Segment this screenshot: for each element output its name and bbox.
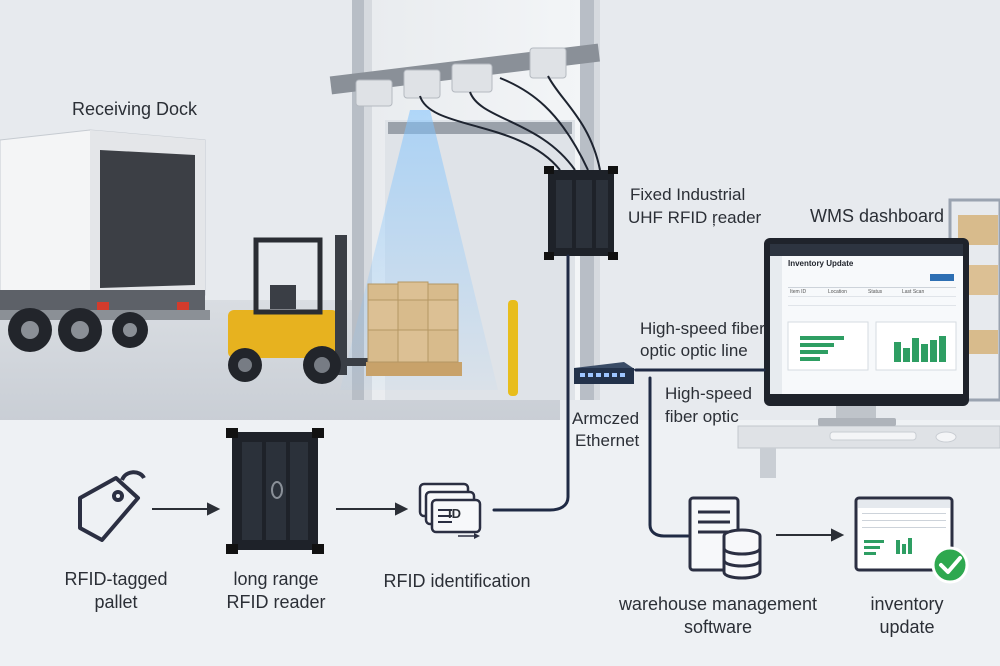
monitor-col-1: Item ID xyxy=(790,289,807,295)
label-fiber-line1-a: High-speed fiber xyxy=(640,319,765,338)
monitor-col-4: Last Scan xyxy=(902,289,925,295)
monitor-col-2: Location xyxy=(828,289,847,295)
warehouse-shelving xyxy=(948,198,1000,402)
label-wms-line2: software xyxy=(683,617,753,637)
fixed-rfid-reader-icon xyxy=(544,166,618,260)
id-card-text: ID xyxy=(448,506,461,521)
tag-icon xyxy=(78,470,146,542)
label-fixed-reader-line2: UHF RFID ŗeader xyxy=(628,208,762,227)
label-inventory-line1: inventory xyxy=(870,594,944,614)
network-switch-icon xyxy=(574,362,636,384)
network-lines xyxy=(492,254,766,538)
label-receiving-dock: Receiving Dock xyxy=(72,99,198,119)
label-wms-line1: warehouse management xyxy=(618,594,818,614)
antenna-cables xyxy=(419,75,601,171)
label-fiber-line2-b: fiber optic xyxy=(665,407,739,426)
lower-panel xyxy=(0,420,1000,666)
id-card-icon xyxy=(418,482,482,539)
label-wms-dashboard: WMS dashboard xyxy=(810,206,945,226)
label-reader-line1: long range xyxy=(233,569,319,589)
monitor-column-chart xyxy=(894,336,946,362)
pallet-with-boxes xyxy=(366,281,462,376)
truck xyxy=(0,129,210,352)
inventory-check-icon xyxy=(854,496,969,584)
label-fixed-reader-line1: Fixed Industrial xyxy=(630,185,746,204)
monitor-app-title: Inventory Update xyxy=(788,259,854,268)
label-tag-line1: RFID-tagged xyxy=(64,569,168,589)
label-reader-line2: RFID reader xyxy=(226,592,326,612)
server-database-icon xyxy=(688,496,762,580)
monitor-bar-chart xyxy=(800,336,844,361)
label-tag-line2: pallet xyxy=(94,592,138,612)
wms-monitor xyxy=(764,238,969,426)
label-ethernet-a: Armczed xyxy=(572,409,640,428)
rfid-antennas xyxy=(355,47,567,107)
rfid-reader-icon xyxy=(226,428,324,554)
label-fiber-line2-a: High-speed xyxy=(665,384,752,403)
label-ethernet-b: Ethernet xyxy=(575,431,640,450)
flow-arrows xyxy=(152,502,845,542)
label-fiber-line1-b: optic optic line xyxy=(640,341,748,360)
monitor-col-3: Status xyxy=(868,289,883,295)
label-inventory-line2: update xyxy=(879,617,935,637)
safety-bollard xyxy=(508,300,518,396)
label-identification: RFID identification xyxy=(383,571,531,591)
